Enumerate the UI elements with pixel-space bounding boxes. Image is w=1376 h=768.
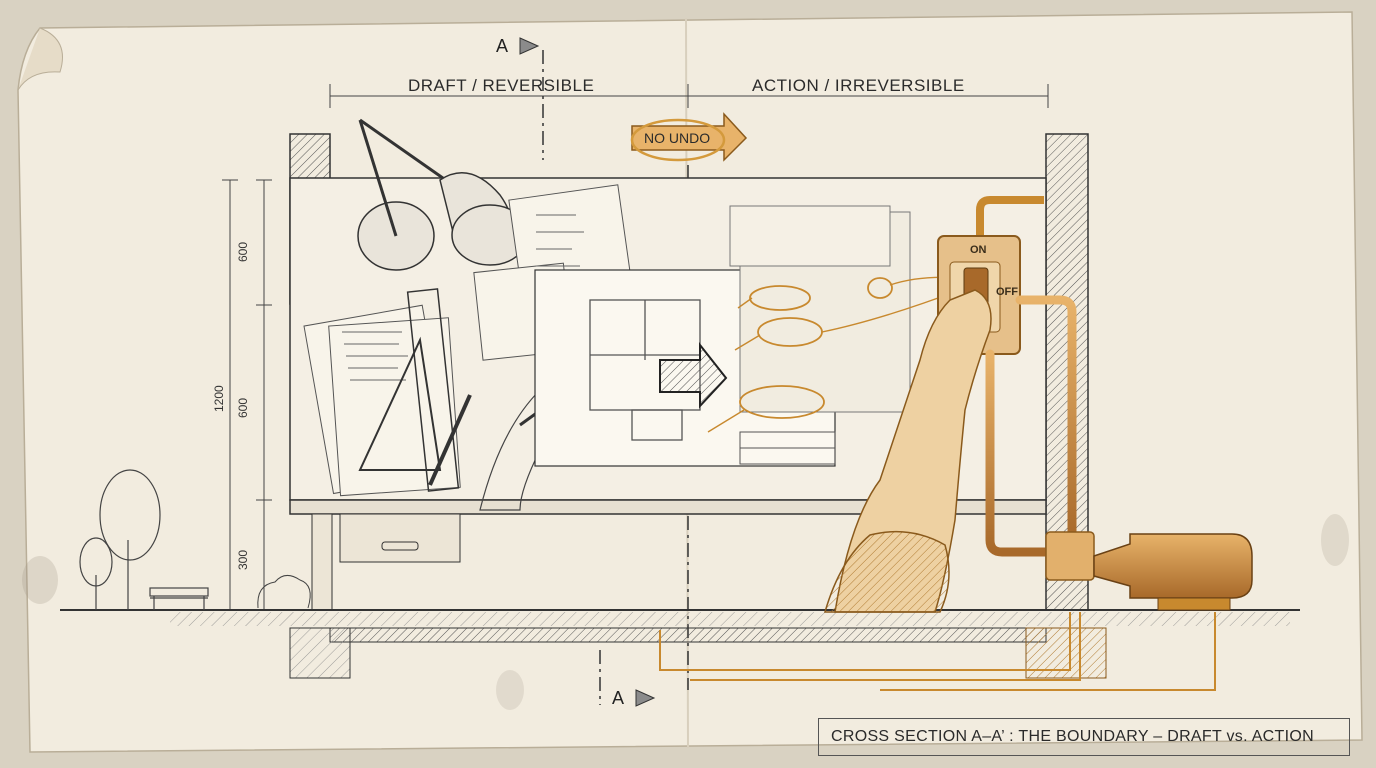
- zone-dimension-line: [329, 84, 1049, 108]
- desk-lamp: [357, 118, 529, 271]
- pencil: [428, 394, 472, 486]
- no-undo-circle: [630, 118, 726, 162]
- plan-title-block: [739, 431, 836, 465]
- motor-body: [1093, 533, 1253, 599]
- foundation-slab: [329, 627, 1047, 643]
- paper-curl: [17, 27, 63, 91]
- zone-label-draft: DRAFT / REVERSIBLE: [408, 76, 595, 95]
- drawer-handle: [381, 541, 419, 551]
- park-bench: [149, 587, 209, 610]
- dimension-upper: 600: [236, 241, 250, 262]
- right-wall: [1045, 133, 1089, 611]
- footing-left: [289, 627, 351, 679]
- ground-hatch: [170, 612, 1290, 626]
- bush: [257, 575, 311, 609]
- underground-conduit: [659, 612, 1216, 691]
- background-plan-front: [729, 205, 891, 267]
- power-conduit: [985, 295, 1077, 557]
- no-undo-label: NO UNDO: [644, 130, 711, 146]
- operator-sleeve: [824, 530, 950, 613]
- desk-edge: [289, 499, 1047, 515]
- smudge: [496, 670, 524, 710]
- motor-base: [1157, 597, 1231, 611]
- section-flag-top: [519, 37, 540, 55]
- vertical-dimension-lines: [222, 179, 272, 611]
- switch-off-label: OFF: [996, 286, 1018, 298]
- desk-leg-left: [311, 513, 333, 611]
- no-undo-arrow: [631, 112, 748, 162]
- section-mark-bottom: A: [612, 688, 625, 708]
- switch-on-label: ON: [970, 244, 987, 256]
- t-square: [406, 288, 460, 492]
- section-flag-bottom: [635, 689, 656, 707]
- desk-drawer: [339, 513, 461, 563]
- transition-arrow: [659, 342, 728, 409]
- smudge: [1321, 514, 1349, 566]
- conduit-top: [976, 196, 1044, 240]
- junction-box: [1045, 531, 1095, 581]
- triangle-ruler: [358, 336, 442, 471]
- dimension-lower: 300: [236, 549, 250, 570]
- landscape-tree: [79, 469, 161, 610]
- smudge: [22, 556, 58, 604]
- operator-arm: [834, 289, 992, 613]
- dimension-total: 1200: [212, 385, 226, 412]
- section-mark-top: A: [496, 36, 509, 56]
- drawing-title: CROSS SECTION A–A’ : THE BOUNDARY – DRAF…: [831, 728, 1314, 745]
- zone-label-action: ACTION / IRREVERSIBLE: [752, 76, 965, 95]
- dimension-middle: 600: [236, 397, 250, 418]
- title-block: CROSS SECTION A–A’ : THE BOUNDARY – DRAF…: [818, 718, 1350, 756]
